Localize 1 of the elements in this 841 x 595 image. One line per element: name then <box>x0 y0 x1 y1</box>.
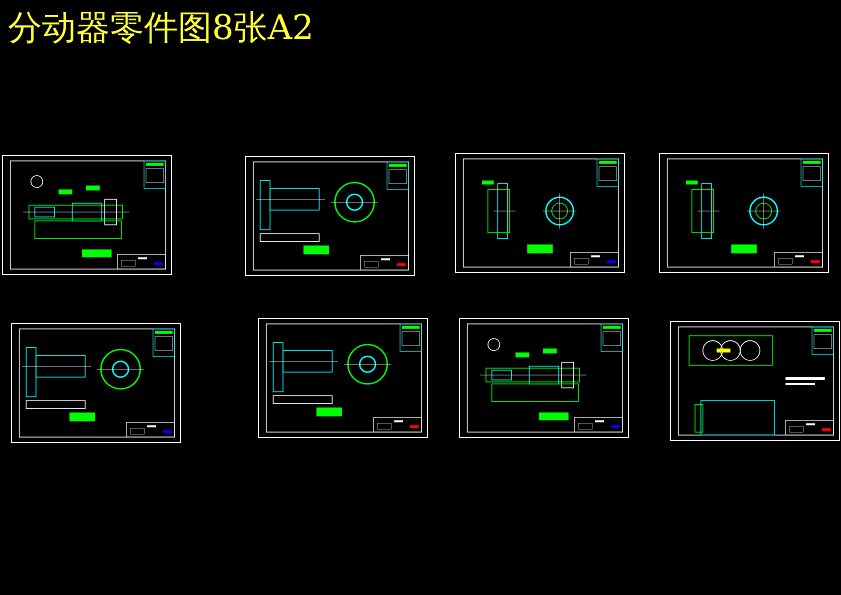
title: 分动器零件图8张A2 <box>8 7 314 50</box>
